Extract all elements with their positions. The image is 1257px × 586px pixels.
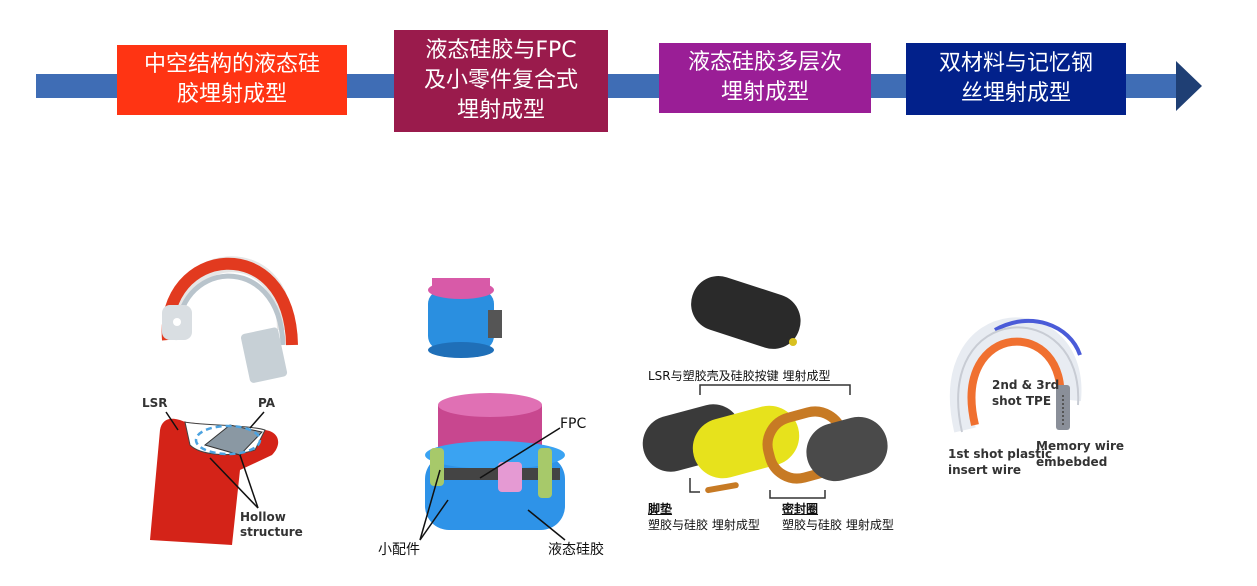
lsr-label: LSR (142, 396, 168, 410)
foot-pad-desc: 塑胶与硅胶 埋射成型 (648, 518, 760, 532)
stage-1-box: 中空结构的液态硅 胶埋射成型 (117, 45, 347, 115)
shot-tpe-label-line1: 2nd & 3rd (992, 378, 1060, 392)
seal-ring-title: 密封圈 (782, 502, 819, 516)
stage-4-box: 双材料与记忆钢 丝埋射成型 (906, 43, 1126, 115)
lsr-shell-caption: LSR与塑胶壳及硅胶按键 埋射成型 (648, 369, 831, 383)
shot-tpe-label-line2: shot TPE (992, 394, 1052, 408)
small-parts-label: 小配件 (378, 542, 420, 558)
hollow-cross-section-illustration (150, 411, 279, 545)
fpc-label: FPC (560, 416, 587, 432)
memory-wire-illustration (949, 317, 1082, 433)
pa-label: PA (258, 396, 275, 410)
small-cylinder-illustration (428, 278, 502, 358)
speaker-exploded-illustration (642, 384, 888, 499)
large-cylinder-illustration (419, 393, 566, 541)
headband-arch-illustration (161, 256, 298, 383)
memory-wire-label-line2: embebded (1036, 455, 1108, 469)
stage-3-box: 液态硅胶多层次 埋射成型 (659, 43, 871, 113)
liquid-silicone-label: 液态硅胶 (548, 542, 604, 558)
hollow-structure-label: Hollow structure (240, 510, 303, 539)
foot-pad-title: 脚垫 (648, 502, 673, 516)
speaker-assembled-illustration (691, 276, 801, 349)
first-shot-label-line2: insert wire (948, 463, 1022, 477)
timeline-arrow-icon (1176, 61, 1202, 111)
seal-ring-desc: 塑胶与硅胶 埋射成型 (782, 518, 894, 532)
first-shot-label-line1: 1st shot plastic (948, 447, 1053, 461)
stage-2-box: 液态硅胶与FPC 及小零件复合式 埋射成型 (394, 30, 608, 132)
memory-wire-label-line1: Memory wire (1036, 439, 1125, 453)
